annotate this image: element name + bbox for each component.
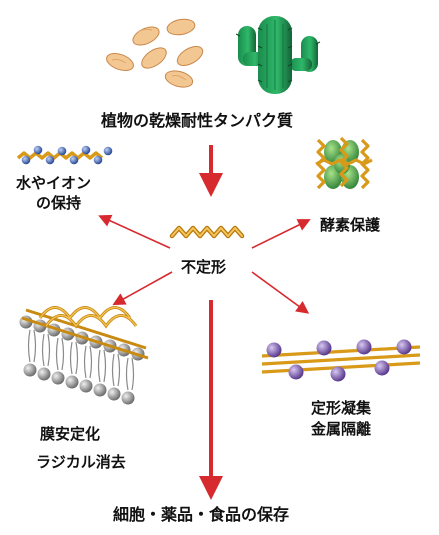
enzyme-label: 酵素保護 xyxy=(320,216,381,234)
membrane-label-line1: 膜安定化 xyxy=(40,425,101,443)
membrane-icon xyxy=(19,306,149,405)
center-label: 不定形 xyxy=(181,258,227,276)
arrow-center-to-metal xyxy=(251,271,310,314)
source-label: 植物の乾燥耐性タンパク質 xyxy=(101,111,294,130)
cactus-icon xyxy=(235,16,321,94)
disordered-protein-icon xyxy=(169,225,245,239)
membrane-label-line2: ラジカル消去 xyxy=(36,453,126,471)
arrow-center-to-enzyme xyxy=(251,219,311,249)
metal-label-line1: 定形凝集 xyxy=(311,399,372,417)
metal-aggregate-icon xyxy=(261,339,421,382)
arrow-center-to-water xyxy=(98,214,171,249)
outcome-label: 細胞・薬品・食品の保存 xyxy=(113,505,290,524)
water-ion-chain-icon xyxy=(16,145,113,165)
water-label-line2: の保持 xyxy=(36,194,82,212)
arrow-center-to-membrane xyxy=(112,271,173,306)
metal-label-line2: 金属隔離 xyxy=(311,420,372,438)
seeds-icon xyxy=(106,18,204,88)
enzyme-protection-icon xyxy=(315,136,373,190)
water-label-line1: 水やイオン xyxy=(16,174,92,192)
arrows xyxy=(98,145,311,500)
